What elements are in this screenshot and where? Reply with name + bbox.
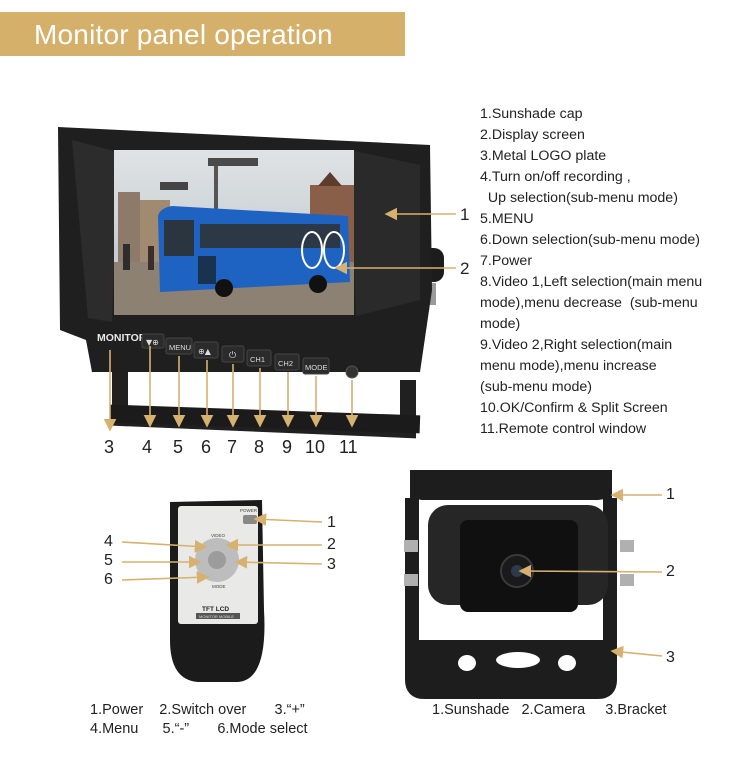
svg-text:MODE: MODE [212, 584, 226, 589]
spec-line: 10.OK/Confirm & Split Screen [480, 400, 668, 416]
svg-text:⊕▲: ⊕▲ [198, 347, 212, 356]
button-ch1[interactable]: CH1 [250, 355, 265, 364]
remote-callout-4: 4 [104, 533, 113, 550]
button-number: 7 [227, 437, 238, 457]
spec-line: 4.Turn on/off recording , [480, 169, 631, 185]
display-screen [114, 150, 354, 315]
spec-line: 3.Metal LOGO plate [480, 148, 607, 164]
camera-legend: 1.Sunshade 2.Camera 3.Bracket [432, 702, 667, 718]
monitor-button-numbers: 3 4 5 6 7 8 9 10 11 [0, 437, 400, 461]
svg-text:POWER: POWER [240, 508, 258, 513]
spec-line: (sub-menu mode) [480, 379, 592, 395]
spec-line: mode) [480, 316, 521, 332]
spec-line: menu mode),menu increase [480, 358, 657, 374]
button-number: 8 [254, 437, 265, 457]
button-number: 9 [282, 437, 293, 457]
monitor-logo: MONITOR [97, 332, 147, 344]
remote-callout-1: 1 [327, 514, 336, 531]
camera-device [404, 470, 634, 699]
svg-text:MONITOR MOBILE: MONITOR MOBILE [199, 614, 234, 619]
button-number: 4 [142, 437, 153, 457]
button-number: 5 [173, 437, 184, 457]
title-banner: Monitor panel operation [0, 12, 405, 56]
svg-text:▼⊕: ▼⊕ [146, 338, 159, 347]
spec-line: 8.Video 1,Left selection(main menu [480, 274, 703, 290]
spec-line: 9.Video 2,Right selection(main [480, 337, 673, 353]
svg-text:VIDEO: VIDEO [211, 533, 226, 538]
spec-line: 5.MENU [480, 211, 534, 227]
button-number: 11 [339, 437, 358, 457]
monitor-callout-1: 1 [460, 205, 470, 224]
camera-sunshade [410, 470, 612, 500]
button-number: 3 [104, 437, 115, 457]
remote-legend-line1: 1.Power 2.Switch over 3.“+” [90, 702, 305, 718]
button-ch2[interactable]: CH2 [278, 359, 293, 368]
remote-callout-2: 2 [327, 536, 336, 553]
remote-window [345, 365, 359, 379]
svg-text:⏻: ⏻ [229, 350, 236, 361]
camera-callout-1: 1 [666, 486, 675, 503]
button-mode[interactable]: MODE [305, 363, 328, 372]
monitor-spec-list: 1.Sunshade cap 2.Display screen 3.Metal … [480, 104, 740, 440]
remote-device: POWER VIDEO MODE TFT LCD MONITOR MOBILE [170, 500, 265, 682]
button-number: 10 [305, 437, 326, 457]
spec-line: 1.Sunshade cap [480, 106, 583, 122]
spec-line: Up selection(sub-menu mode) [480, 190, 678, 206]
remote-brand: TFT LCD [202, 606, 229, 613]
remote-legend-line2: 4.Menu 5.“-” 6.Mode select [90, 721, 308, 737]
page-title: Monitor panel operation [34, 19, 333, 50]
monitor-device: MONITOR ▼⊕ MENU ⊕▲ ⏻ CH1 CH2 MODE [58, 127, 444, 439]
spec-line: 7.Power [480, 253, 533, 269]
camera-callout-3: 3 [666, 649, 675, 666]
spec-line: 11.Remote control window [480, 421, 647, 437]
monitor-callout-2: 2 [460, 259, 470, 278]
spec-line: 6.Down selection(sub-menu mode) [480, 232, 701, 248]
button-menu[interactable]: MENU [169, 343, 191, 352]
remote-callout-6: 6 [104, 571, 113, 588]
camera-callout-2: 2 [666, 563, 675, 580]
spec-line: 2.Display screen [480, 127, 585, 143]
button-number: 6 [201, 437, 212, 457]
spec-line: mode),menu decrease (sub-menu [480, 295, 698, 311]
remote-callout-3: 3 [327, 556, 336, 573]
remote-callout-5: 5 [104, 552, 113, 569]
